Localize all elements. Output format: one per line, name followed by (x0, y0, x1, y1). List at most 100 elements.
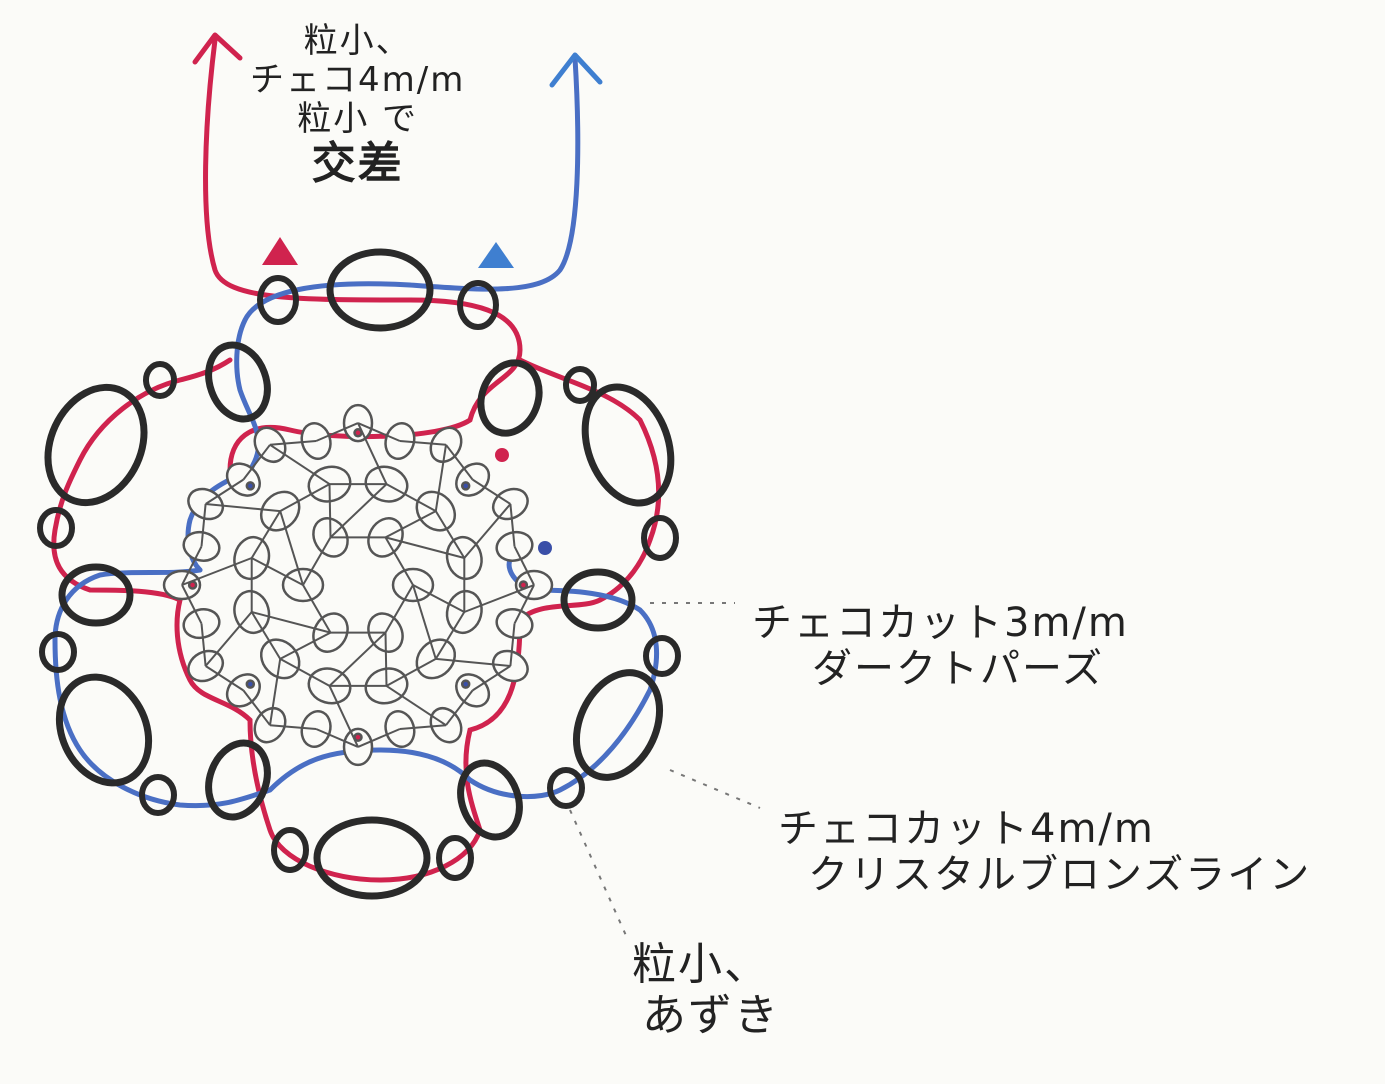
core-link (386, 483, 437, 512)
core-link (435, 657, 511, 667)
blue-thread-path (185, 55, 581, 573)
core-link (181, 557, 253, 586)
seed-bead (547, 767, 585, 809)
core-link (242, 689, 271, 726)
bead-3mm (457, 759, 523, 841)
core-link (269, 658, 282, 726)
bead-3mm-label-line-1: チェコカット3m/m (752, 600, 1129, 646)
core-link (269, 724, 317, 730)
core-link (509, 503, 516, 547)
bead-3mm (205, 739, 271, 821)
core-link (399, 440, 447, 446)
core-link (251, 611, 331, 634)
core-link (302, 584, 332, 634)
core-link (434, 510, 466, 559)
bead-3mm (58, 563, 134, 627)
thread-dot (245, 481, 256, 491)
thread-dot (245, 679, 256, 689)
core-link (302, 536, 332, 586)
bead-4mm-lower-right (572, 669, 664, 781)
core-link (250, 611, 282, 660)
core-link (445, 444, 474, 481)
core-link (513, 545, 535, 586)
bead-4mm-lower-left (55, 673, 153, 787)
core-link (463, 503, 512, 559)
crossing-note-line-2: チェコ4m/m (250, 60, 466, 101)
core-link (205, 478, 244, 505)
core-link (279, 483, 330, 512)
core-link (385, 536, 465, 559)
bead-3mm (205, 341, 271, 423)
red-triangle-marker-icon (262, 237, 298, 265)
core-link (181, 545, 203, 586)
crossing-note-line-3: 粒小 で (297, 99, 419, 140)
core-link (269, 443, 331, 485)
bead-3mm (560, 568, 636, 632)
core-link (279, 631, 331, 660)
core-link (385, 510, 437, 539)
core-link (384, 536, 414, 586)
core-link (472, 665, 511, 692)
bead-4mm-label-line-2: クリスタルブロンズライン (808, 852, 1312, 898)
bead-3mm-label-line-2: ダークトパーズ (812, 646, 1104, 692)
seed-bead-label-line-1: 粒小、 (632, 939, 770, 990)
seed-bead (457, 280, 499, 330)
core-link (279, 510, 304, 586)
core-link (384, 584, 414, 634)
core-link (472, 478, 511, 505)
core-link (412, 584, 437, 660)
bead-4mm-upper-right (581, 383, 675, 507)
core-link (315, 422, 359, 442)
core-link (434, 611, 466, 660)
seed-bead (436, 835, 474, 881)
core-link (328, 484, 332, 538)
seed-bead (271, 827, 309, 873)
blue-dot (538, 541, 552, 555)
seed-bead (257, 275, 299, 325)
core-link (242, 444, 271, 481)
seed-bead-label-line-2: あずき (642, 989, 780, 1041)
core-link (250, 510, 282, 559)
crossing-note: 粒小、 チェコ4m/m 粒小 で 交差 (250, 21, 466, 190)
seed-bead (641, 515, 679, 561)
seed-bead (143, 361, 177, 399)
core-link (279, 658, 330, 687)
crossing-note-line-4: 交差 (311, 138, 404, 190)
core-link (328, 631, 387, 687)
core-link (513, 584, 535, 625)
core-link (181, 584, 203, 625)
bead-4mm-bottom (313, 816, 431, 900)
core-link (200, 623, 207, 667)
core-link (315, 728, 359, 748)
core-link (445, 689, 474, 726)
core-link (386, 658, 437, 687)
core-link (357, 728, 401, 748)
red-arrow-icon (192, 32, 243, 65)
seed-bead (37, 507, 75, 549)
core-link (384, 632, 388, 686)
seed-bead-label: 粒小、 あずき (632, 939, 780, 1041)
red-dot (495, 448, 509, 462)
thread-dot (460, 481, 471, 491)
core-link (205, 503, 281, 513)
seed-bead (39, 631, 77, 673)
blue-triangle-marker-icon (478, 242, 514, 268)
bead-3mm-label: チェコカット3m/m ダークトパーズ (752, 600, 1129, 692)
seed-bead (139, 774, 177, 816)
core-link (509, 623, 516, 667)
core-link (251, 557, 304, 586)
core-link (434, 444, 447, 512)
core-link (357, 422, 401, 442)
bead-4mm-top (326, 248, 434, 332)
core-link (269, 440, 317, 446)
core-link (357, 422, 388, 485)
core-link (205, 665, 244, 692)
seed-bead (563, 366, 597, 404)
core-link (463, 584, 535, 613)
thread-dot (460, 679, 471, 689)
bead-4mm-upper-left (44, 383, 148, 507)
core-link (329, 483, 388, 539)
core-link (412, 584, 465, 613)
blue-arrow-icon (549, 52, 603, 88)
